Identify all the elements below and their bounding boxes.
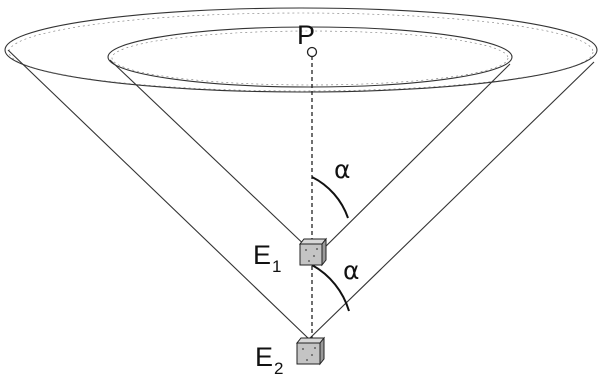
outer-cone-rim [4,7,598,93]
inner-cone-right-edge [315,63,511,257]
inner-cone-rim [107,26,513,88]
emitter-2-label-sub: 2 [274,359,283,378]
outer-cone-right-edge [308,61,595,340]
emitter-1-label-sub: 1 [272,257,281,276]
outer-cone-left-edge [7,49,310,340]
emitter-cube-1-icon [298,237,328,267]
emitter-2-label-main: E [255,342,273,372]
angle-label-lower: α [343,256,359,285]
point-p-label: P [297,20,315,50]
emitter-cube-2-icon [295,336,326,366]
inner-cone-rim-edge [111,30,509,86]
outer-cone-rim-inner-edge [8,12,594,92]
inner-cone-left-edge [109,59,313,253]
angle-label-upper: α [334,155,350,184]
angle-arc-lower [311,264,350,312]
point-p-marker [306,46,318,58]
emitter-1-label-main: E [253,240,271,270]
angle-arc-upper [311,176,349,219]
